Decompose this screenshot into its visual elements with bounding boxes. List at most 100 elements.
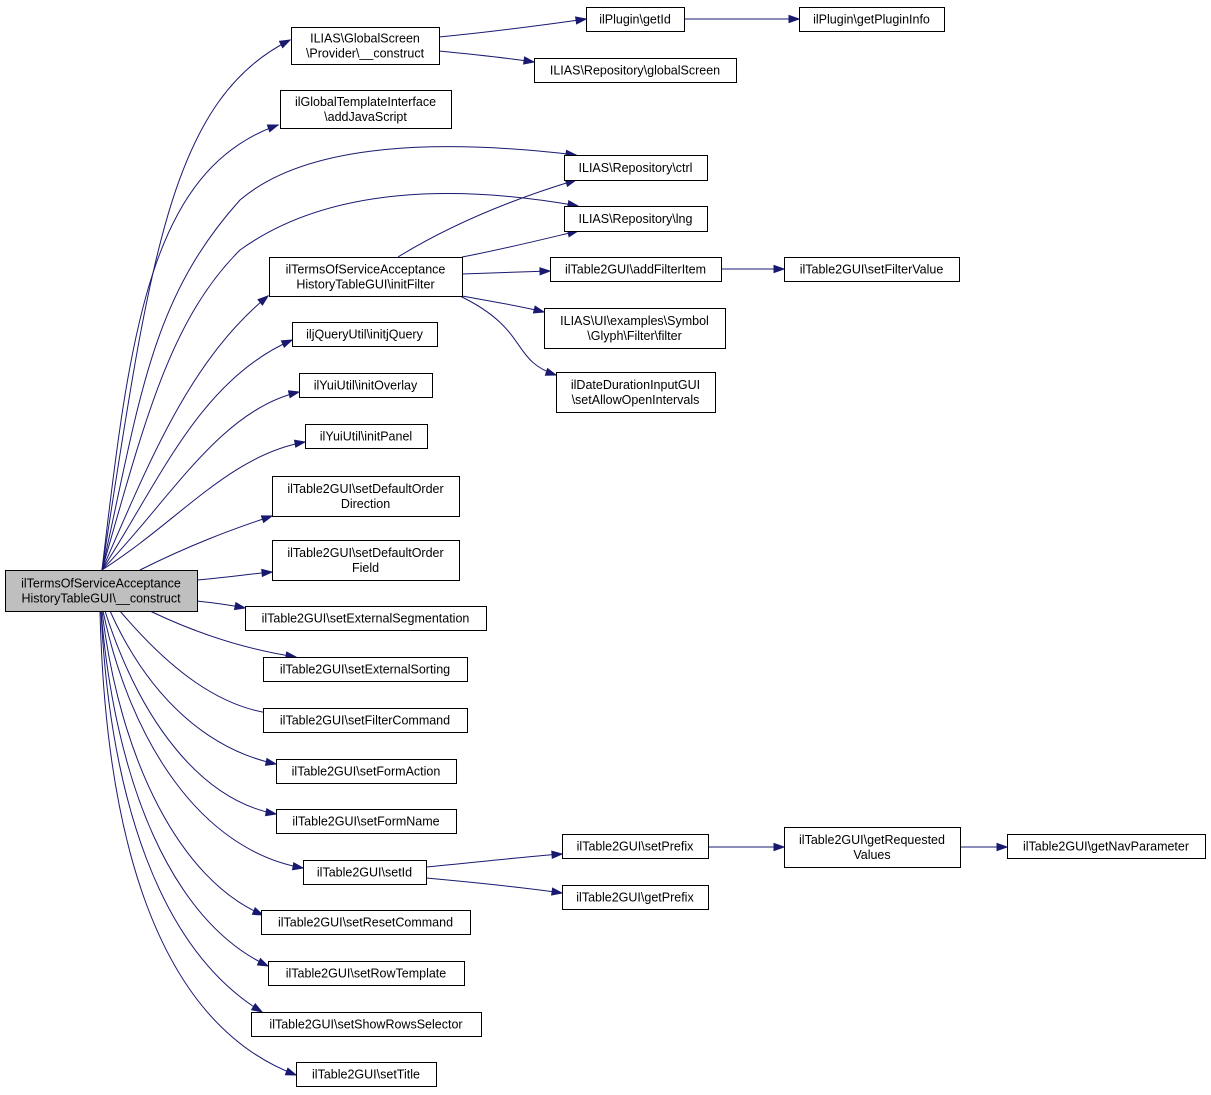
edge-root-to-setformaction	[109, 610, 278, 766]
edges-layer	[99, 14, 1009, 1076]
edge-plugin_getid-to-plugin_getinfo	[684, 14, 801, 24]
node-box	[291, 27, 440, 65]
node-label-line: ilYuiUtil\initPanel	[320, 430, 412, 444]
node-label-line: ilTable2GUI\setPrefix	[577, 840, 694, 854]
edge-setprefix-to-getrequested	[708, 842, 786, 852]
edge-line	[438, 18, 587, 38]
arrowhead-icon	[257, 295, 270, 306]
arrowhead-icon	[551, 850, 564, 859]
node-label-line: \Glyph\Filter\filter	[587, 329, 681, 343]
node-setresetcmd[interactable]: ilTable2GUI\setResetCommand	[261, 910, 471, 935]
node-setrowtemplate[interactable]: ilTable2GUI\setRowTemplate	[268, 961, 465, 986]
node-box	[550, 257, 722, 282]
node-label-line: ilTable2GUI\getNavParameter	[1023, 840, 1189, 854]
edge-line	[139, 515, 273, 571]
edge-line	[425, 877, 563, 894]
node-label-line: iljQueryUtil\initjQuery	[306, 328, 423, 342]
node-setprefix[interactable]: ilTable2GUI\setPrefix	[562, 834, 709, 859]
node-repo_globalscreen[interactable]: ILIAS\Repository\globalScreen	[534, 58, 737, 83]
node-plugin_getinfo[interactable]: ilPlugin\getPluginInfo	[799, 7, 945, 32]
node-dateduration[interactable]: ilDateDurationInputGUI\setAllowOpenInter…	[556, 372, 716, 413]
arrowhead-icon	[284, 1067, 298, 1076]
node-label-line: ilTable2GUI\setId	[317, 866, 412, 880]
node-root[interactable]: ilTermsOfServiceAcceptanceHistoryTableGU…	[5, 570, 198, 612]
node-initjquery[interactable]: iljQueryUtil\initjQuery	[292, 322, 438, 347]
node-repo_lng[interactable]: ILIAS\Repository\lng	[564, 206, 708, 232]
node-box	[280, 90, 452, 129]
node-box	[562, 885, 709, 910]
edge-initfilter-to-repo_ctrl	[397, 179, 578, 258]
node-initfilter[interactable]: ilTermsOfServiceAcceptanceHistoryTableGU…	[269, 257, 463, 297]
node-setextseg[interactable]: ilTable2GUI\setExternalSegmentation	[245, 606, 487, 631]
edge-line	[101, 124, 279, 571]
arrowhead-icon	[532, 305, 546, 314]
arrowhead-icon	[551, 887, 564, 896]
edge-root-to-initfilter	[101, 295, 270, 571]
node-label-line: ilTable2GUI\setDefaultOrder	[287, 546, 443, 560]
edge-line	[101, 441, 306, 571]
edge-root-to-initoverlay	[101, 390, 301, 571]
node-setid[interactable]: ilTable2GUI\setId	[303, 860, 427, 885]
node-setfiltercmd[interactable]: ilTable2GUI\setFilterCommand	[263, 708, 468, 733]
edge-root-to-setextseg	[196, 600, 247, 611]
arrowhead-icon	[266, 124, 280, 133]
node-box	[5, 570, 198, 612]
node-box	[268, 961, 465, 986]
arrowhead-icon	[233, 601, 247, 611]
node-gs_provider[interactable]: ILIAS\GlobalScreen\Provider\__construct	[291, 27, 440, 65]
node-initpanel[interactable]: ilYuiUtil\initPanel	[305, 424, 428, 449]
node-label-line: Field	[352, 561, 379, 575]
node-box	[305, 424, 428, 449]
node-setformaction[interactable]: ilTable2GUI\setFormAction	[276, 759, 457, 784]
node-label-line: ilTable2GUI\getPrefix	[576, 891, 694, 905]
node-repo_ctrl[interactable]: ILIAS\Repository\ctrl	[564, 155, 708, 181]
edge-gs_provider-to-plugin_getid	[438, 16, 588, 38]
edge-line	[101, 610, 264, 916]
node-label-line: ILIAS\UI\examples\Symbol	[560, 314, 709, 328]
arrowhead-icon	[264, 807, 278, 817]
node-box	[799, 7, 945, 32]
edge-root-to-gs_provider	[101, 39, 292, 571]
arrowhead-icon	[522, 56, 536, 65]
node-label-line: ilTable2GUI\setResetCommand	[278, 916, 453, 930]
node-label-line: ILIAS\Repository\lng	[579, 212, 693, 226]
node-setformname[interactable]: ilTable2GUI\setFormName	[276, 809, 457, 834]
arrowhead-icon	[788, 14, 801, 24]
edge-root-to-setdefaultorderfield	[196, 568, 274, 581]
node-getnavparam[interactable]: ilTable2GUI\getNavParameter	[1007, 834, 1206, 859]
node-glyph_filter[interactable]: ILIAS\UI\examples\Symbol\Glyph\Filter\fi…	[544, 308, 726, 349]
edge-line	[101, 295, 269, 571]
node-plugin_getid[interactable]: ilPlugin\getId	[586, 7, 685, 32]
node-setshowrows[interactable]: ilTable2GUI\setShowRowsSelector	[251, 1012, 482, 1037]
node-label-line: \Provider\__construct	[306, 47, 425, 61]
node-box	[534, 58, 737, 83]
node-box	[544, 308, 726, 349]
node-setfiltervalue[interactable]: ilTable2GUI\setFilterValue	[784, 257, 960, 282]
node-label-line: ilTable2GUI\setShowRowsSelector	[269, 1018, 462, 1032]
node-label-line: ILIAS\Repository\ctrl	[579, 161, 693, 175]
nodes-layer: ilTermsOfServiceAcceptanceHistoryTableGU…	[5, 7, 1206, 1087]
arrowhead-icon	[260, 515, 274, 524]
node-initoverlay[interactable]: ilYuiUtil\initOverlay	[299, 373, 433, 398]
node-settitle[interactable]: ilTable2GUI\setTitle	[296, 1062, 437, 1087]
node-box	[245, 606, 487, 631]
node-addfilteritem[interactable]: ilTable2GUI\addFilterItem	[550, 257, 722, 282]
edge-line	[99, 610, 297, 1076]
node-box	[269, 257, 463, 297]
arrowhead-icon	[280, 339, 294, 349]
node-label-line: ilPlugin\getPluginInfo	[813, 13, 930, 27]
node-label-line: ilTable2GUI\addFilterItem	[565, 263, 706, 277]
node-getprefix[interactable]: ilTable2GUI\getPrefix	[562, 885, 709, 910]
edge-addfilteritem-to-setfiltervalue	[721, 264, 786, 274]
node-label-line: ilTable2GUI\setFilterValue	[800, 263, 944, 277]
node-setextsort[interactable]: ilTable2GUI\setExternalSorting	[263, 657, 468, 682]
edge-initfilter-to-glyph_filter	[461, 295, 546, 314]
edge-root-to-initjquery	[101, 339, 294, 571]
node-box	[276, 759, 457, 784]
edge-root-to-initpanel	[101, 439, 307, 571]
node-addjs[interactable]: ilGlobalTemplateInterface\addJavaScript	[280, 90, 452, 129]
node-label-line: ilTable2GUI\setFilterCommand	[280, 714, 450, 728]
